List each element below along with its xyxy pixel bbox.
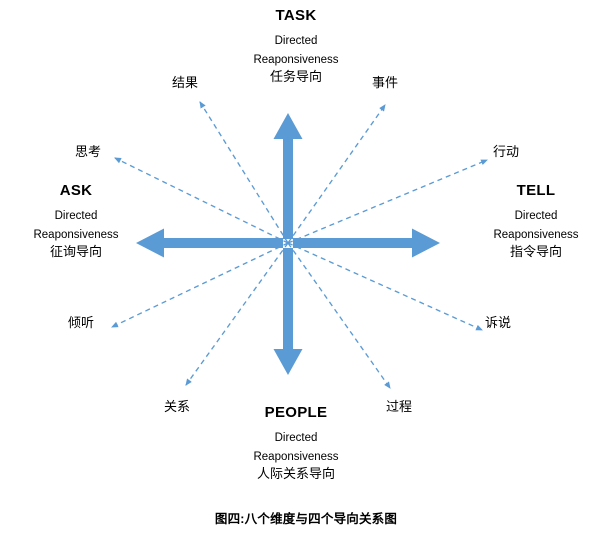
pole-tell-title: TELL <box>516 182 556 199</box>
dimension-label-guanxi: 关系 <box>164 399 191 414</box>
arrow-right-tell <box>293 228 440 258</box>
pole-tell-subtitle: Directed Reaponsiveness <box>466 207 606 244</box>
arrow-up-task <box>273 113 303 239</box>
dimension-label-jieguo: 结果 <box>172 75 199 90</box>
pole-people-sub-line1: Directed <box>274 432 318 444</box>
pole-task-title: TASK <box>275 7 317 24</box>
dimension-label-shijian: 事件 <box>372 75 399 90</box>
ray-to-guocheng <box>287 242 391 389</box>
pole-ask-sub-line2: Reaponsiveness <box>33 228 119 241</box>
figure-caption: 图四:八个维度与四个导向关系图 <box>214 512 398 526</box>
pole-task-subtitle: Directed Reaponsiveness <box>216 32 376 69</box>
pole-tell: TELL Directed Reaponsiveness 指令导向 <box>466 183 606 258</box>
pole-task-sub-line2: Reaponsiveness <box>253 53 339 66</box>
pole-tell-sub-line2: Reaponsiveness <box>493 228 579 241</box>
dimension-label-xingdong: 行动 <box>493 144 520 159</box>
pole-task-chinese: 任务导向 <box>269 69 322 85</box>
ray-to-shijian <box>287 104 386 244</box>
pole-ask-sub-line1: Directed <box>54 210 98 222</box>
pole-people-title: PEOPLE <box>264 404 328 421</box>
pole-ask: ASK Directed Reaponsiveness 征询导向 <box>6 183 146 258</box>
dimension-label-sikao: 思考 <box>75 144 102 159</box>
dimension-label-qingting: 倾听 <box>68 315 95 330</box>
pole-task-sub-line1: Directed <box>274 35 318 47</box>
ray-to-sushuo <box>287 242 483 331</box>
ray-to-qingting <box>111 242 289 328</box>
arrow-left-ask <box>136 228 283 258</box>
pole-people-chinese: 人际关系导向 <box>256 466 335 482</box>
pole-ask-title: ASK <box>59 182 93 199</box>
pole-ask-subtitle: Directed Reaponsiveness <box>6 207 146 244</box>
pole-people-subtitle: Directed Reaponsiveness <box>216 429 376 466</box>
pole-tell-sub-line1: Directed <box>514 210 558 222</box>
dimension-label-sushuo: 诉说 <box>485 315 512 330</box>
ray-to-guanxi <box>185 242 289 386</box>
pole-task: TASK Directed Reaponsiveness 任务导向 <box>216 8 376 83</box>
dimension-label-guocheng: 过程 <box>386 399 413 414</box>
pole-tell-chinese: 指令导向 <box>509 244 562 260</box>
pole-people-sub-line2: Reaponsiveness <box>253 450 339 463</box>
arrow-down-people <box>273 248 303 375</box>
pole-people: PEOPLE Directed Reaponsiveness 人际关系导向 <box>216 405 376 480</box>
pole-ask-chinese: 征询导向 <box>49 244 102 260</box>
ray-to-jieguo <box>199 101 289 244</box>
ray-to-xingdong <box>287 159 488 244</box>
